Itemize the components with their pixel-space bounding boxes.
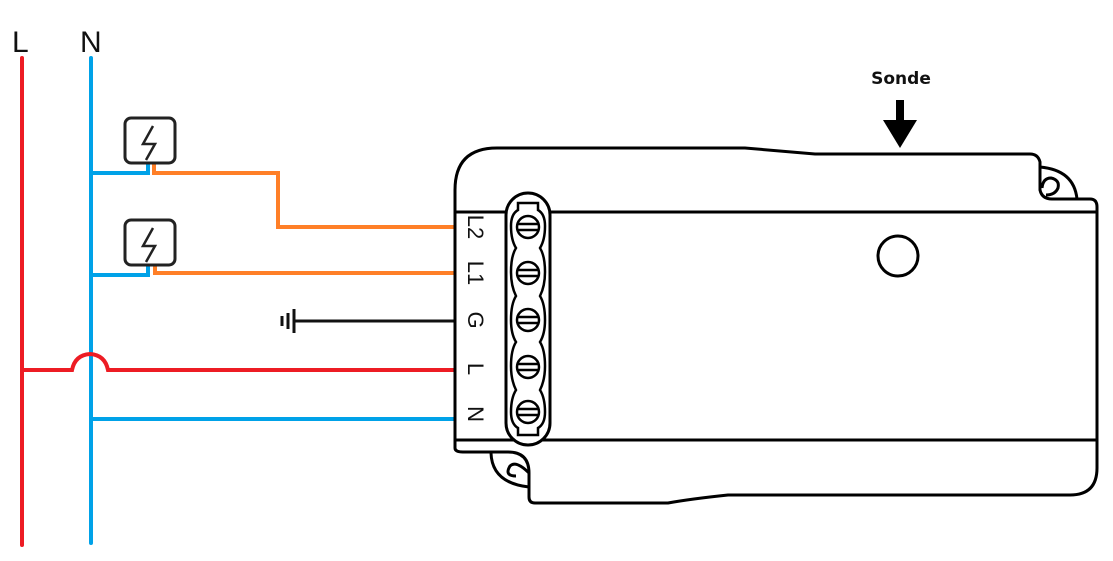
- switch-1[interactable]: [123, 116, 177, 165]
- live-to-device: [20, 351, 457, 372]
- device-outline: [453, 146, 1099, 505]
- screw-icon: [515, 260, 541, 286]
- screw-icon: [515, 307, 541, 333]
- mounting-ear-top: [1039, 165, 1079, 200]
- neutral-wires: [89, 56, 457, 545]
- terminal-screws: [515, 214, 541, 425]
- mounting-ear-bottom: [489, 452, 530, 489]
- neutral-bus-label: N: [80, 26, 102, 59]
- device: [453, 146, 1099, 505]
- terminal-label-g: G: [463, 311, 488, 328]
- switch-1-to-l2: [152, 161, 457, 229]
- neutral-to-switch-1: [89, 161, 150, 175]
- mounting-hole-top: [1040, 176, 1060, 197]
- screw-icon: [515, 214, 541, 240]
- switch-2-to-l1: [153, 263, 457, 275]
- ground-connection: [280, 309, 455, 333]
- terminal-label-l1: L1: [463, 261, 488, 285]
- live-bus-label: L: [12, 26, 29, 59]
- switch-2-body[interactable]: [123, 218, 177, 267]
- switched-wires: [152, 161, 457, 275]
- switch-1-body[interactable]: [123, 116, 177, 165]
- terminal-label-n: N: [463, 406, 488, 422]
- indicator-led: [876, 234, 920, 278]
- probe-arrow-icon: [883, 100, 917, 148]
- switch-2[interactable]: [123, 218, 177, 267]
- live-wires: [20, 56, 457, 547]
- probe-label: Sonde: [871, 69, 931, 89]
- screw-icon: [515, 399, 541, 425]
- terminal-label-l: L: [463, 363, 488, 375]
- lightning-icon: [140, 227, 158, 263]
- terminal-label-l2: L2: [463, 215, 488, 239]
- screw-icon: [515, 354, 541, 380]
- neutral-to-switch-2: [89, 263, 150, 277]
- lightning-icon: [140, 125, 158, 161]
- mounting-hole-bottom: [506, 462, 531, 478]
